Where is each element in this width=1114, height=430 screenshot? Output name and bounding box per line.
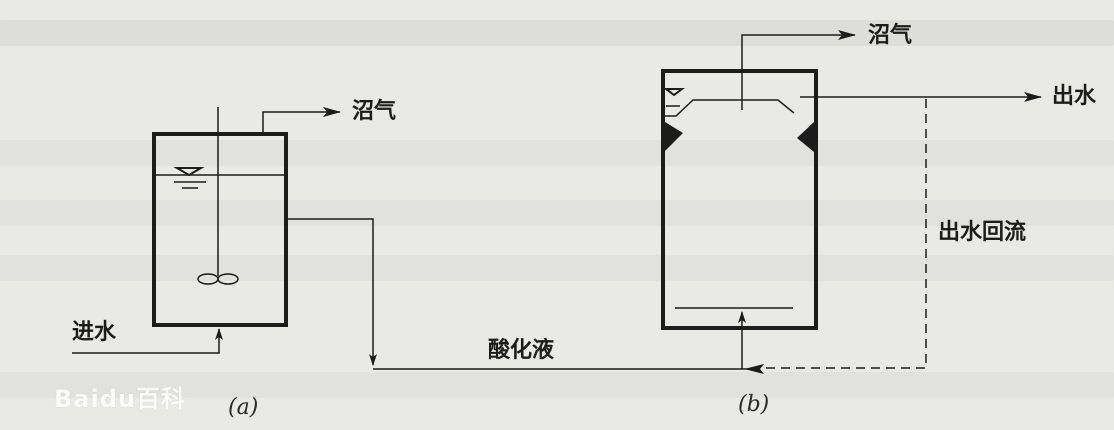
acidified-liquid-label: 酸化液 — [488, 338, 555, 363]
biogas-outlet-arrow-b — [741, 30, 856, 110]
effluent-label: 出水 — [1052, 84, 1097, 109]
bleed-through-text — [0, 20, 1114, 46]
impeller-icon — [197, 273, 239, 285]
biogas-label-a: 沼气 — [352, 99, 397, 124]
uasb-reactor — [661, 30, 1042, 374]
effluent-recycle-line — [760, 99, 927, 369]
bleed-through-text — [0, 140, 1114, 166]
right-deflector — [797, 122, 814, 152]
bleed-through-text — [0, 255, 1114, 281]
biogas-outlet-arrow-a — [262, 107, 341, 134]
bleed-through-text — [0, 372, 1114, 398]
water-level-icon — [663, 88, 685, 107]
acidified-liquid-down-arrow — [286, 218, 377, 366]
biogas-label-b: 沼气 — [868, 23, 913, 48]
inflow-label: 进水 — [72, 320, 117, 345]
inflow-arrow — [72, 328, 223, 354]
effluent-recycle-label: 出水回流 — [938, 220, 1027, 245]
acidification-tank — [72, 107, 341, 354]
bleed-through-text — [0, 200, 1114, 226]
gas-liquid-separator — [665, 99, 795, 117]
panel-a-caption: (a) — [228, 395, 259, 420]
left-deflector — [665, 122, 683, 151]
recycle-arrow-head — [744, 364, 764, 374]
panel-b-caption: (b) — [738, 392, 770, 417]
baidu-watermark: Baidu百科 — [54, 385, 186, 413]
water-level-icon — [173, 167, 206, 189]
